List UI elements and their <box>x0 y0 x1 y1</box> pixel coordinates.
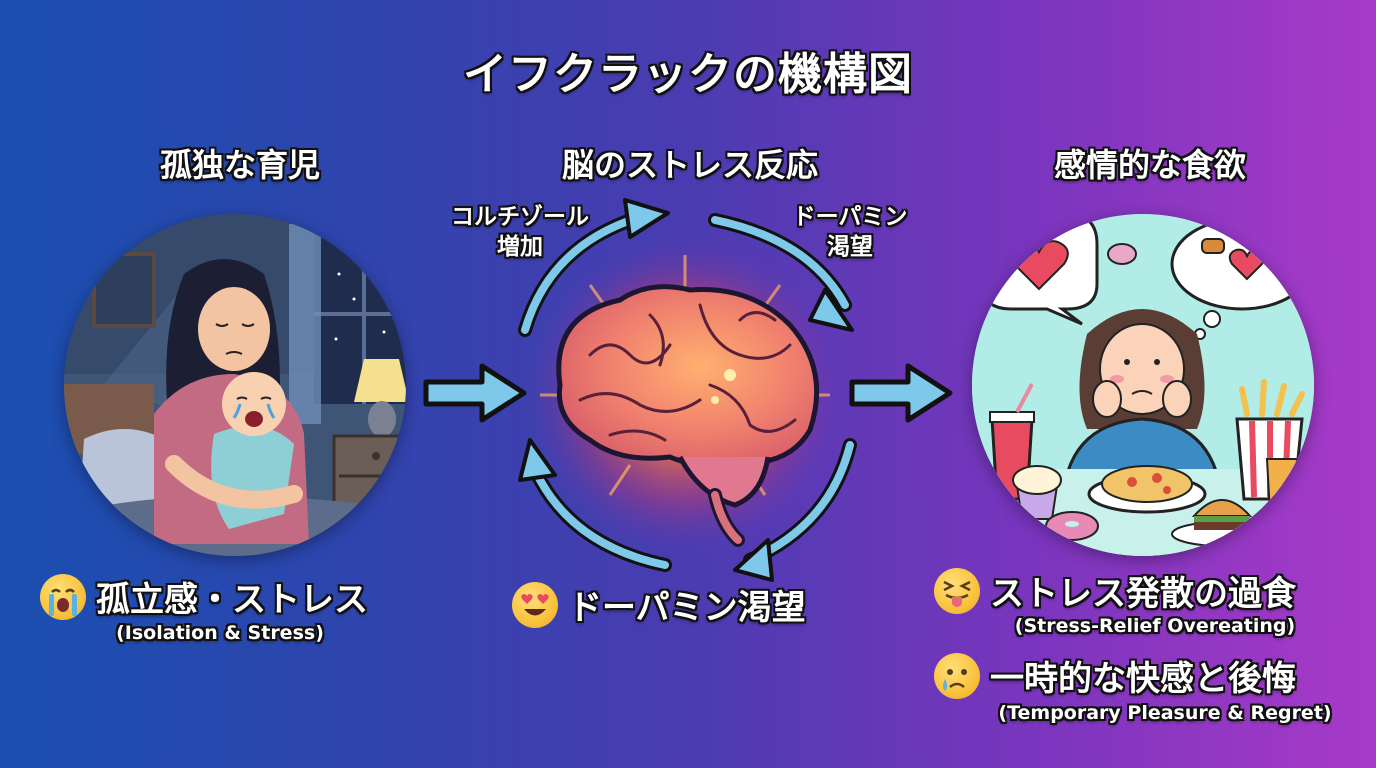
caption-temporary-pleasure-regret: 一時的な快感と後悔 <box>934 651 1296 700</box>
caption-sublabel: (Temporary Pleasure & Regret) <box>998 702 1332 724</box>
illustration-mother-and-crying-baby <box>64 214 406 556</box>
caption-dopamine-craving: ドーパミン渇望 <box>512 580 806 629</box>
cycle-label-line: コルチゾール <box>451 204 589 230</box>
squinting-face-with-tongue-icon <box>934 567 980 614</box>
cycle-label-line: 渇望 <box>827 233 873 260</box>
caption-isolation-stress: 孤立感・ストレス <box>40 572 368 621</box>
cycle-arrows-icon <box>518 198 857 582</box>
caption-sublabel: (Isolation & Stress) <box>116 622 324 644</box>
heart-eyes-face-icon <box>512 581 558 628</box>
section-heading-isolated-parenting: 孤独な育児 <box>159 146 320 184</box>
brain-cycle-diagram <box>518 198 857 582</box>
caption-label: ストレス発散の過食 <box>990 574 1296 614</box>
section-heading-emotional-appetite: 感情的な食欲 <box>1053 146 1246 184</box>
page-title: イフクラックの機構図 <box>463 49 913 100</box>
caption-label: 一時的な快感と後悔 <box>990 659 1296 699</box>
flow-arrow-right-icon <box>423 363 527 423</box>
loudly-crying-face-icon <box>40 573 86 620</box>
caption-stress-relief-overeating: ストレス発散の過食 <box>934 566 1296 615</box>
cycle-label-line: 増加 <box>497 233 543 260</box>
brain-icon <box>556 284 820 547</box>
flow-arrow-right-icon <box>849 363 953 423</box>
cycle-label-line: ドーパミン <box>792 204 908 230</box>
crying-face-icon <box>934 652 980 699</box>
cycle-label-cortisol-increase: コルチゾール 増加 <box>425 203 615 263</box>
section-heading-brain-stress-response: 脳のストレス反応 <box>561 146 818 184</box>
caption-label: ドーパミン渇望 <box>568 588 806 628</box>
illustration-emotional-eating <box>972 214 1314 556</box>
junk-food-scene-icon <box>972 214 1314 556</box>
cycle-label-dopamine-craving: ドーパミン 渇望 <box>765 203 935 263</box>
caption-sublabel: (Stress-Relief Overeating) <box>1014 615 1296 637</box>
caption-label: 孤立感・ストレス <box>96 580 368 620</box>
night-bedroom-scene-icon <box>64 214 406 556</box>
